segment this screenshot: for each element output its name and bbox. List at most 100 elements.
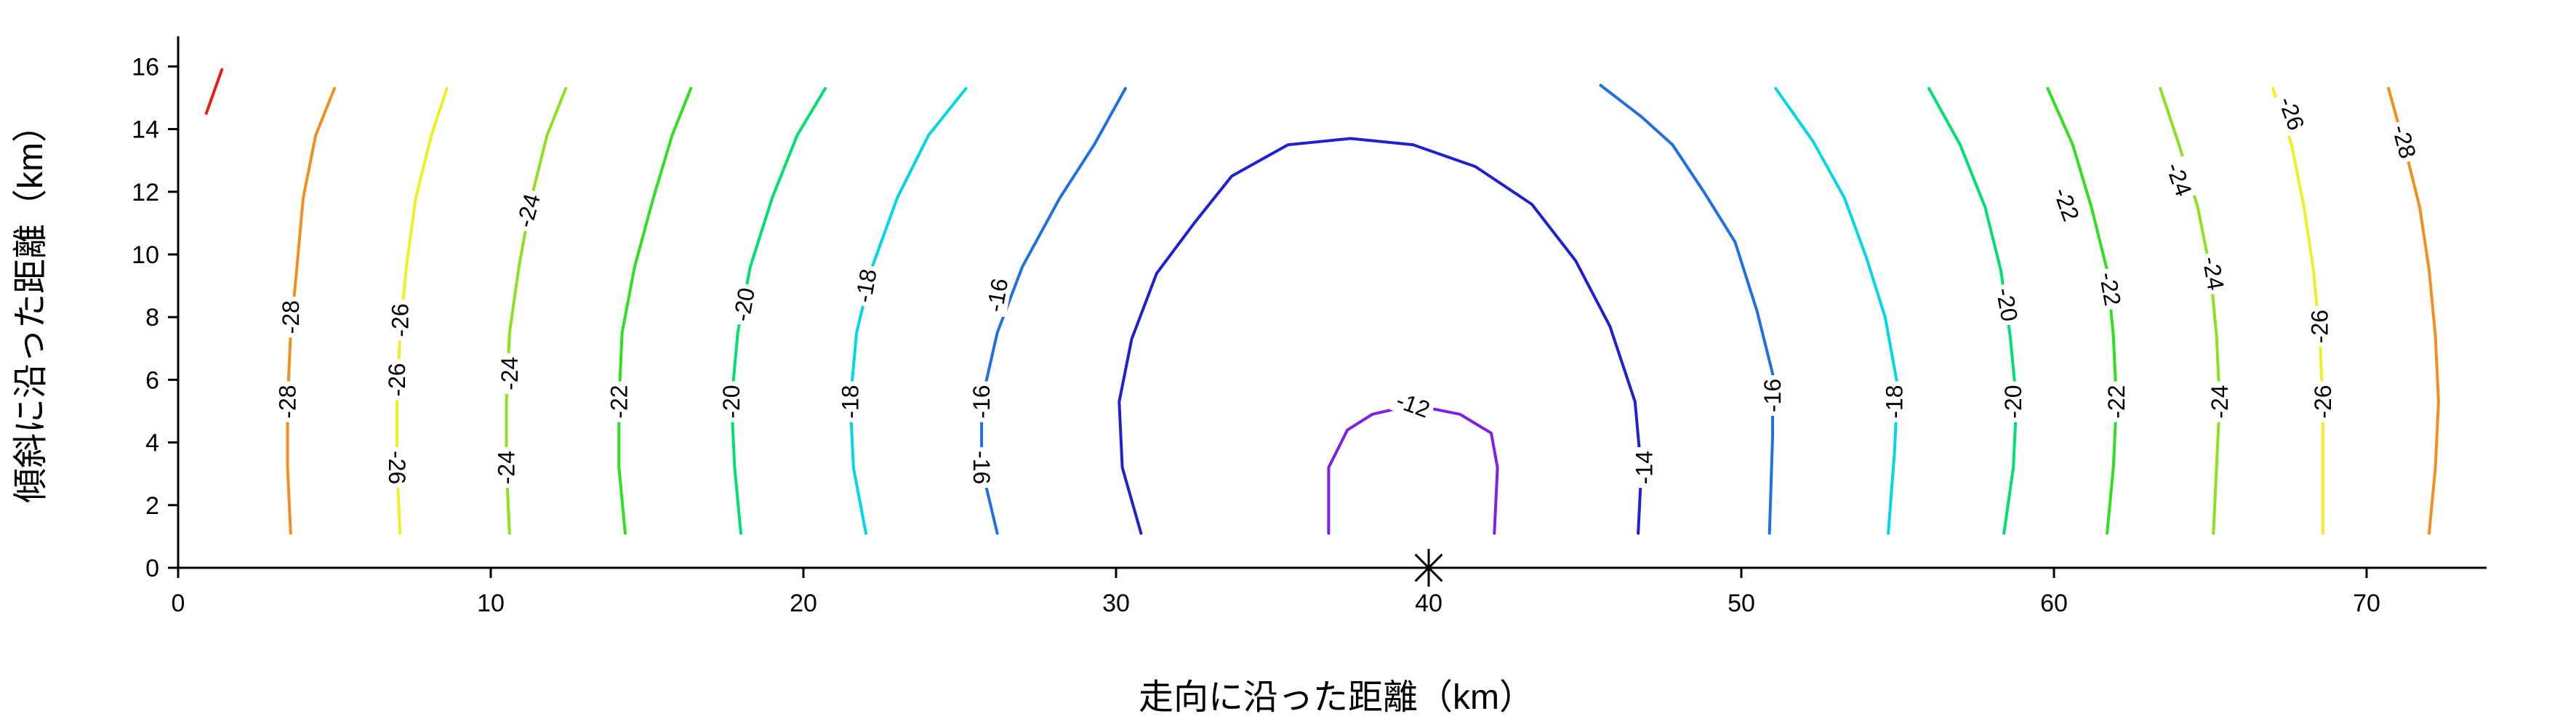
contour-label-bg (497, 353, 522, 394)
contour-label: -26 (2307, 310, 2333, 343)
contour-label: -16 (982, 276, 1013, 314)
contour-label: -28 (275, 385, 301, 418)
contour-label-bg (1389, 386, 1437, 424)
contour-label-bg (2001, 381, 2026, 422)
contour-label-bg (2160, 156, 2198, 203)
contour-label-group: -14 (1632, 447, 1658, 489)
epicenter-asterisk-icon (1410, 549, 1448, 587)
contour-label-group: -20 (1991, 282, 2023, 327)
contour-label: -16 (1760, 379, 1786, 412)
contour-line-22-0 (617, 87, 693, 535)
contour-line-14-0 (1118, 137, 1643, 535)
contour-label-bg (2104, 381, 2129, 422)
x-tick-label: 50 (1728, 590, 1755, 617)
contour-label-group: -24 (2198, 251, 2229, 296)
contour-label-group: -28 (278, 297, 304, 338)
contour-label: -18 (1882, 385, 1908, 418)
contour-label-bg (1991, 282, 2023, 327)
y-tick-label: 16 (132, 53, 159, 81)
contour-label-bg (2386, 119, 2422, 165)
contour-line-12-0 (1327, 403, 1499, 535)
contour-label-group: -16 (981, 273, 1014, 318)
contour-line-30-0 (204, 68, 224, 115)
contour-label-bg (2047, 180, 2085, 228)
contour-label: -18 (838, 385, 864, 418)
y-tick-label: 6 (145, 366, 159, 394)
x-tick-label: 40 (1415, 590, 1443, 617)
contour-line-18-0 (848, 87, 968, 535)
contour-label-bg (2307, 306, 2332, 348)
contour-label-bg (385, 447, 409, 489)
contour-label-bg (2310, 381, 2335, 422)
contour-line-22-1 (2046, 87, 2118, 535)
asterisk-stroke (1414, 553, 1443, 582)
contour-label: -20 (718, 385, 745, 418)
contour-label: -22 (2095, 270, 2126, 308)
contour-label-group: -16 (968, 381, 995, 422)
contour-label-bg (385, 359, 409, 401)
contour-label-group: -24 (510, 188, 546, 234)
contour-label-group: -26 (384, 359, 410, 401)
contour-line-26-1 (2271, 87, 2324, 535)
contour-label-group: -22 (606, 381, 632, 422)
contour-label-bg (969, 447, 995, 489)
contour-label-bg (969, 381, 995, 422)
y-tick-label: 2 (145, 492, 159, 520)
contour-label-group: -24 (494, 447, 520, 489)
contour-label-group: -26 (387, 300, 413, 341)
contour-label-group: -20 (728, 282, 760, 327)
contour-label: -18 (850, 267, 881, 305)
contour-label-group: -28 (2386, 119, 2422, 165)
contour-label-bg (838, 381, 863, 422)
contour-label: -20 (1991, 286, 2023, 324)
contour-label-group: -22 (2047, 180, 2085, 228)
y-tick-label: 8 (145, 304, 159, 332)
contour-label-bg (275, 381, 300, 422)
contour-label-group: -24 (2207, 381, 2233, 422)
contour-label-group: -18 (850, 263, 882, 308)
contour-label-bg (1632, 447, 1657, 489)
contour-label: -26 (2310, 385, 2336, 418)
contour-label-bg (1882, 381, 1907, 422)
contour-label: -22 (606, 385, 632, 418)
contour-label-group: -16 (968, 447, 995, 489)
contour-labels: -12 -14 -16 -16 -16 -16 -18 -18 -18 -20 -20 -20 -20 -… (275, 89, 2422, 489)
contour-label-bg (728, 282, 760, 327)
contour-label-bg (278, 297, 303, 338)
contour-label-group: -20 (718, 381, 745, 422)
contour-label: -20 (729, 286, 760, 324)
contour-label-group: -20 (2000, 381, 2026, 422)
x-tick-label: 30 (1102, 590, 1130, 617)
contour-label-group: -26 (2310, 381, 2336, 422)
contour-label-bg (2273, 89, 2311, 137)
contour-label-bg (606, 381, 632, 422)
contour-label-bg (494, 447, 519, 489)
contour-label-bg (2094, 266, 2127, 311)
contour-label: -26 (387, 303, 413, 337)
contour-label: -22 (2103, 385, 2130, 418)
contour-label: -14 (1632, 451, 1658, 484)
contour-label: -24 (497, 357, 523, 390)
contour-label-bg (850, 263, 882, 308)
x-tick-label: 0 (172, 590, 185, 617)
contour-label-group: -12 (1389, 386, 1437, 424)
contour-label-group: -22 (2103, 381, 2130, 422)
contour-label-group: -26 (384, 447, 410, 489)
contour-label-group: -22 (2094, 266, 2127, 311)
contour-label-group: -24 (497, 353, 523, 394)
contour-label: -28 (278, 300, 304, 334)
contour-label: -26 (384, 451, 410, 484)
contour-label-group: -24 (2160, 156, 2198, 203)
contour-label-group: -26 (2273, 89, 2311, 137)
contour-label-bg (510, 188, 546, 234)
y-tick-label: 12 (132, 179, 159, 206)
contour-label: -26 (384, 363, 410, 396)
contour-label-bg (981, 273, 1014, 318)
contour-label-group: -26 (2307, 306, 2333, 348)
contour-label: -24 (2198, 254, 2229, 292)
marker (1410, 549, 1448, 587)
contour-label: -28 (2387, 122, 2421, 161)
contour-label-group: -18 (838, 381, 864, 422)
x-tick-label: 10 (477, 590, 505, 617)
y-axis-title: 傾斜に沿った距離（km） (12, 108, 50, 503)
